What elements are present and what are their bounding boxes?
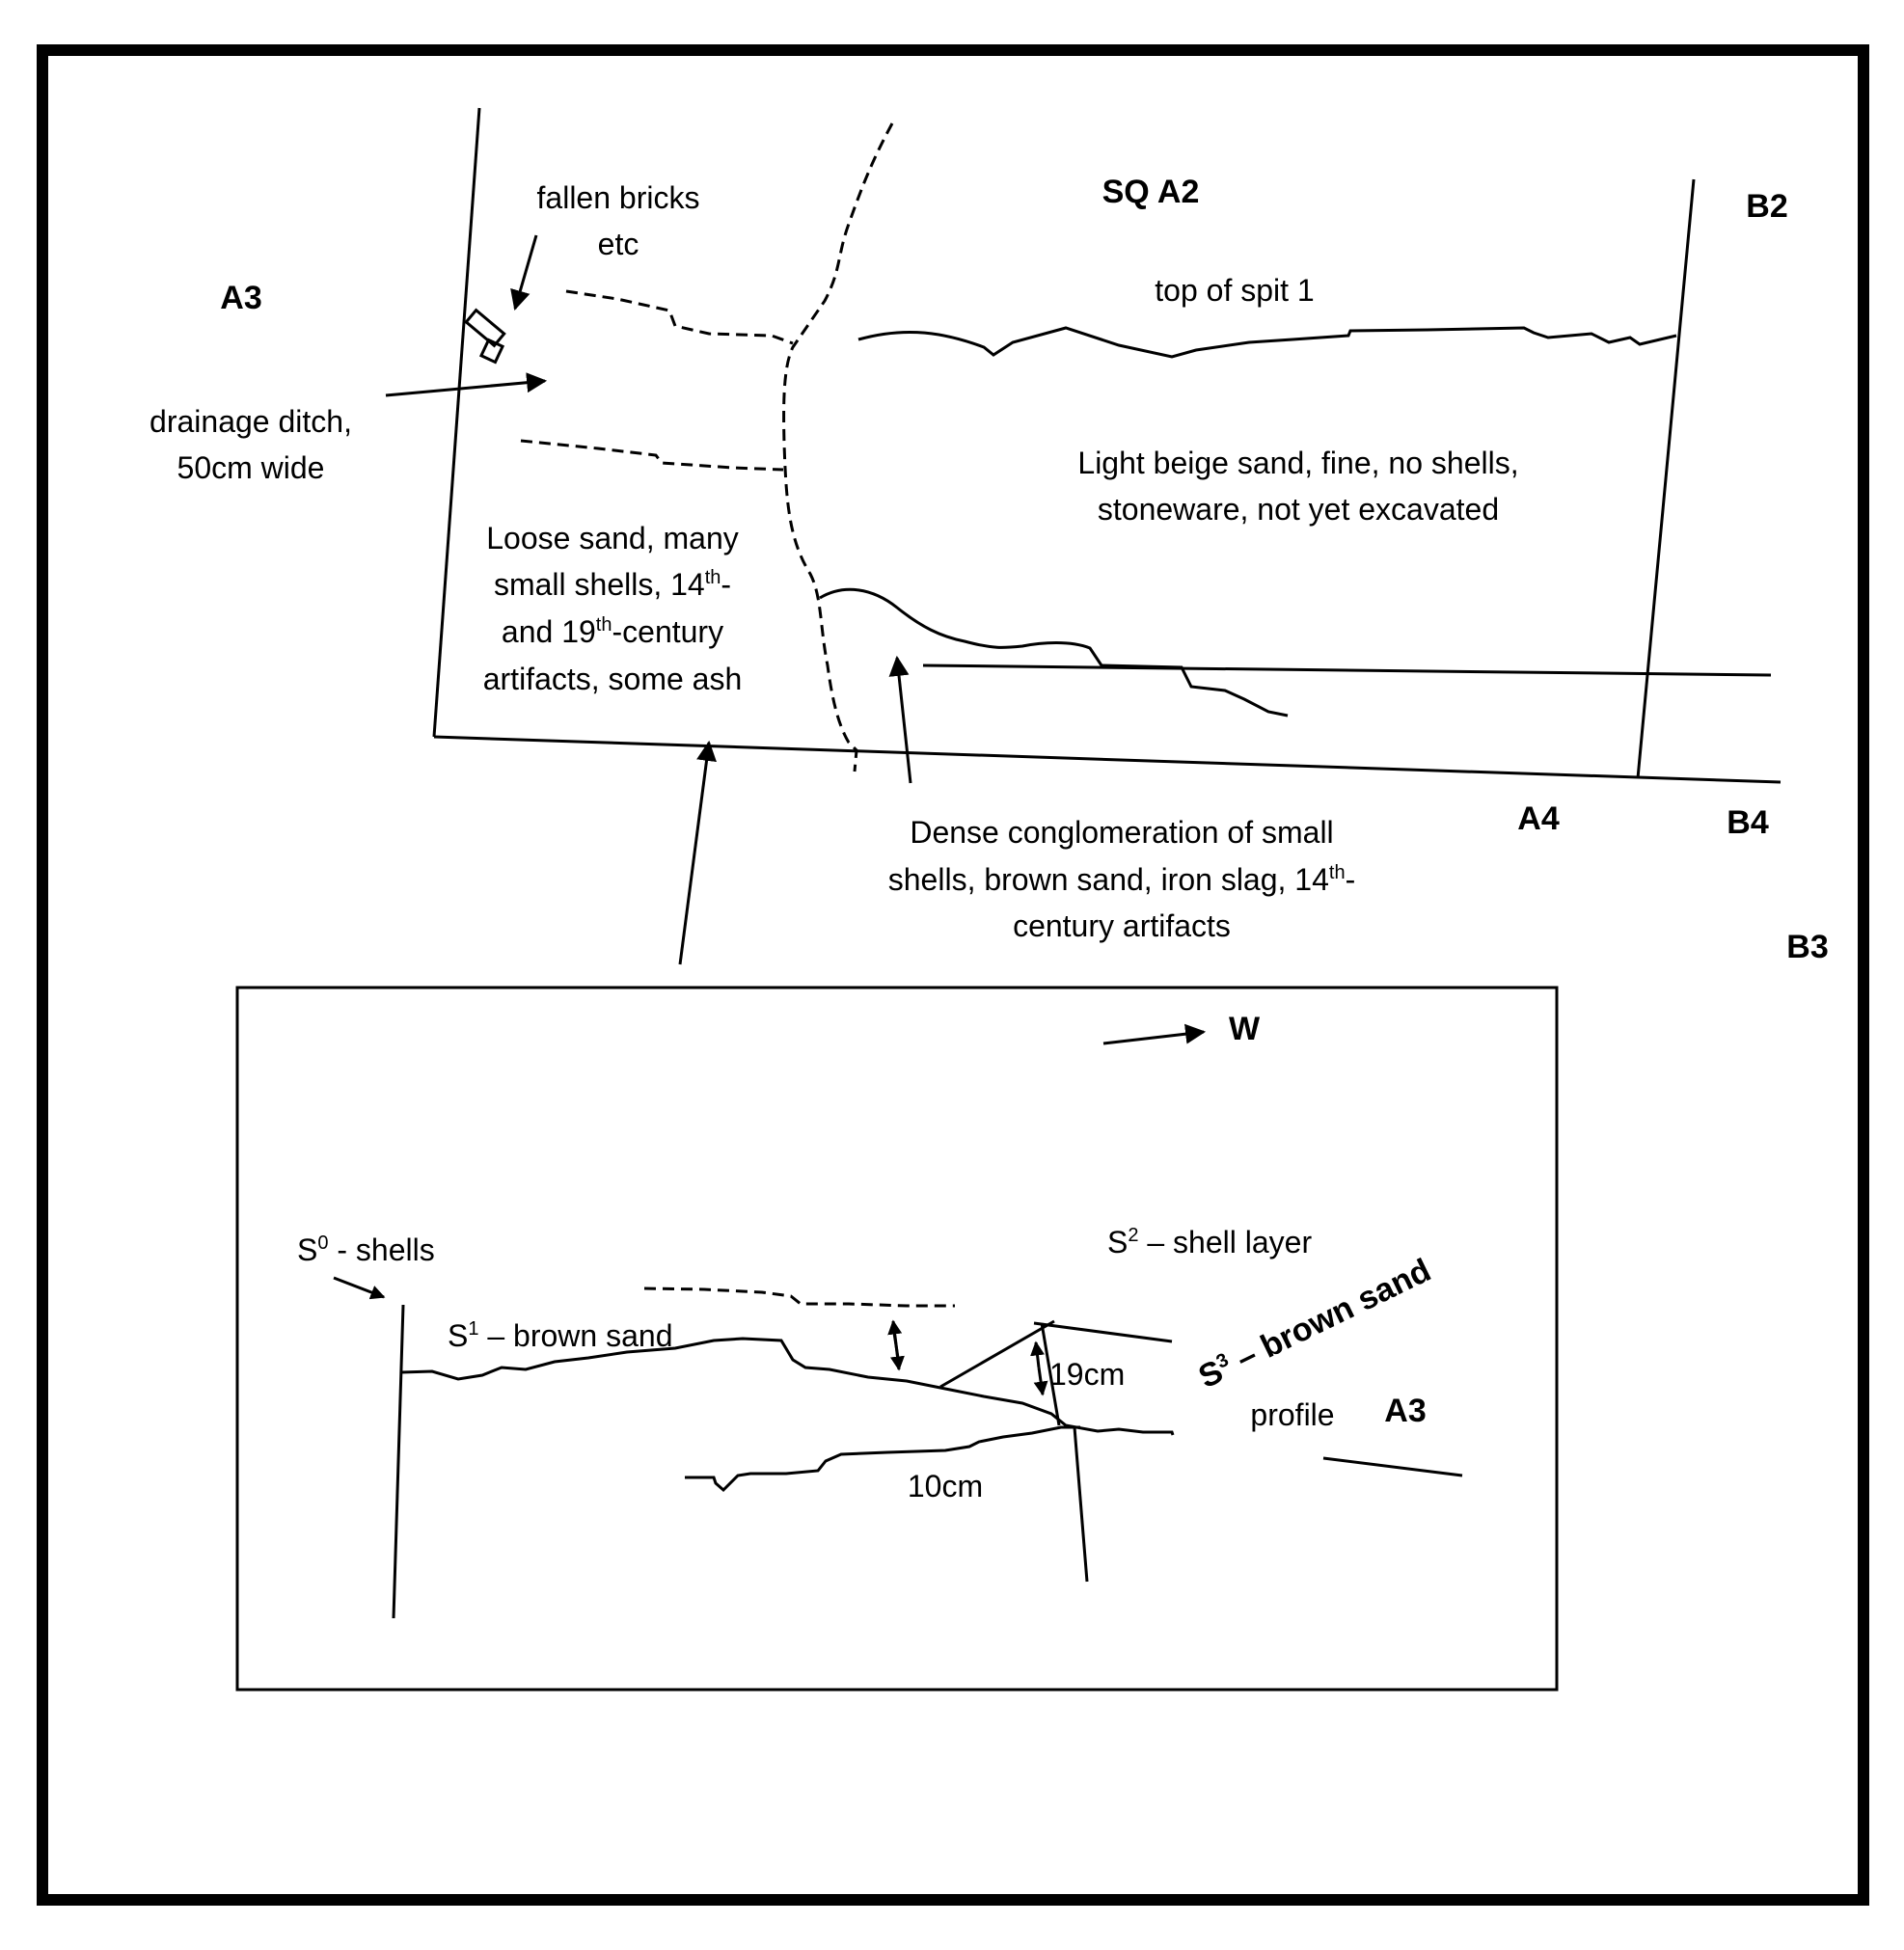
ditch-edge-south (520, 439, 784, 472)
drainage-ditch-arrow (385, 372, 548, 397)
profile-left-edge (392, 1304, 405, 1619)
square-title: SQ A2 (1102, 174, 1200, 210)
light-beige-label-2: stoneware, not yet excavated (1098, 492, 1499, 527)
measure-19-arrow-down-b (1033, 1367, 1048, 1396)
spit-1-boundary (857, 326, 1677, 359)
profile-inset-frame (235, 986, 1559, 1692)
grid-label-a4: A4 (1517, 800, 1560, 837)
measure-19-label: 19cm (1049, 1357, 1125, 1392)
profile-a3-line (1322, 1456, 1463, 1477)
grid-label-b4: B4 (1727, 804, 1769, 841)
measure-10-label: 10cm (908, 1469, 983, 1503)
fallen-bricks-arrow (510, 234, 538, 311)
loose-sand-label-1: Loose sand, many (486, 521, 739, 555)
west-label: W (1229, 1011, 1261, 1047)
measure-19-arrow-up-b (1030, 1341, 1045, 1368)
s3-upper-edge (939, 1319, 1055, 1389)
s3-label: S3 – brown sand (1193, 1252, 1437, 1395)
s2-lower-edge (1033, 1321, 1173, 1343)
drainage-ditch-label-1: drainage ditch, (150, 404, 352, 439)
plan-labels: SQ A2 A3 B2 A4 B4 B3 fallen bricks etc d… (150, 174, 1829, 965)
fallen-bricks-label-2: etc (598, 227, 639, 261)
dense-label-2: shells, brown sand, iron slag, 14th- (888, 862, 1355, 897)
dense-label-1: Dense conglomeration of small (910, 815, 1333, 850)
profile-vertical-line (1073, 1426, 1089, 1583)
shell-layer-dashed-line (643, 1286, 955, 1308)
profile-square-label: A3 (1384, 1393, 1426, 1429)
s3-lower-boundary (685, 1425, 1080, 1493)
square-south-edge (433, 735, 1782, 784)
grid-line-horizontal (922, 664, 1772, 677)
light-beige-label-1: Light beige sand, fine, no shells, (1077, 446, 1518, 480)
s3-diagonal (1040, 1322, 1061, 1426)
profile-drawing (333, 1023, 1463, 1619)
dense-conglomeration-arrow (888, 655, 912, 784)
profile-location-arrow (678, 740, 717, 965)
profile-labels: W S0 - shells S1 – brown sand S2 – shell… (297, 1011, 1436, 1503)
grid-label-b2: B2 (1746, 188, 1787, 225)
dense-label-3: century artifacts (1013, 908, 1231, 943)
grid-label-b3: B3 (1786, 929, 1828, 965)
dense-conglomeration-boundary (819, 587, 1289, 718)
plan-view (385, 107, 1782, 965)
measure-19-shaft-a (892, 1332, 900, 1359)
s0-label: S0 - shells (297, 1232, 435, 1267)
fallen-bricks-symbol (464, 308, 506, 365)
square-east-edge (1636, 178, 1696, 779)
loose-sand-label-4: artifacts, some ash (483, 662, 743, 696)
fallen-bricks-label-1: fallen bricks (537, 180, 700, 215)
ditch-edge-north (565, 289, 794, 345)
top-of-spit-label: top of spit 1 (1155, 273, 1314, 308)
drainage-ditch-label-2: 50cm wide (177, 450, 325, 485)
s1-label: S1 – brown sand (448, 1318, 672, 1353)
s0-arrow (333, 1276, 386, 1300)
square-west-edge (432, 107, 481, 738)
loose-sand-label-3: and 19th-century (502, 614, 723, 649)
west-direction-arrow (1102, 1023, 1207, 1045)
loose-sand-boundary (782, 122, 894, 772)
grid-label-a3: A3 (220, 280, 261, 316)
outer-frame (37, 44, 1869, 1906)
s2-label: S2 – shell layer (1107, 1225, 1312, 1259)
profile-word-label: profile (1250, 1397, 1334, 1432)
loose-sand-label-2: small shells, 14th- (494, 567, 731, 602)
s1-upper-boundary (400, 1337, 1175, 1436)
